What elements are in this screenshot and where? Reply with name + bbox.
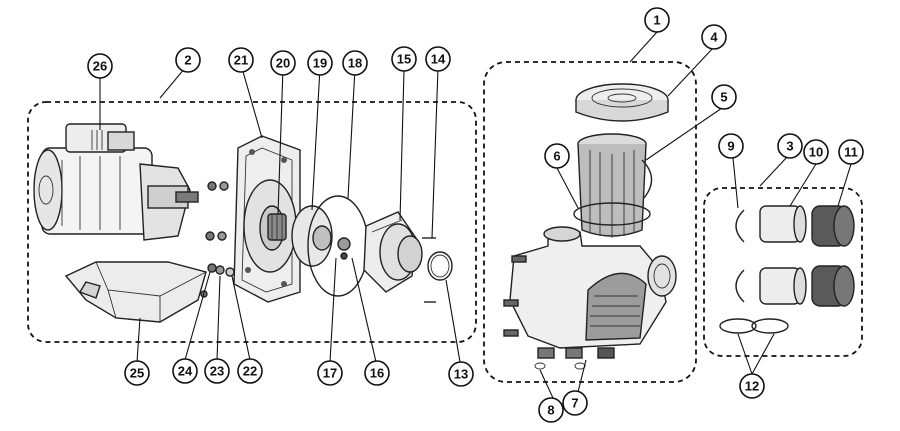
- svg-text:3: 3: [786, 139, 793, 154]
- callout-16: 16: [364, 360, 390, 386]
- callout-17: 17: [317, 360, 343, 386]
- svg-text:23: 23: [210, 364, 224, 379]
- svg-text:18: 18: [348, 56, 362, 71]
- svg-text:6: 6: [553, 149, 560, 164]
- callout-24: 24: [172, 358, 198, 384]
- svg-text:8: 8: [547, 403, 554, 418]
- svg-text:25: 25: [130, 366, 144, 381]
- svg-text:12: 12: [745, 379, 759, 394]
- pump-housing-illustration: [503, 226, 677, 349]
- diffuser-illustration: [363, 211, 423, 293]
- svg-text:11: 11: [844, 145, 858, 160]
- svg-text:20: 20: [276, 56, 290, 71]
- svg-text:22: 22: [243, 364, 257, 379]
- svg-text:7: 7: [571, 396, 578, 411]
- lid-illustration: [575, 83, 669, 122]
- leader-lines: [99, 31, 852, 399]
- svg-text:17: 17: [323, 366, 337, 381]
- svg-text:1: 1: [653, 13, 660, 28]
- callout-13: 13: [448, 361, 474, 387]
- callout-26: 26: [87, 53, 113, 79]
- svg-text:10: 10: [809, 145, 823, 160]
- callout-19: 19: [307, 50, 333, 76]
- callout-8: 8: [538, 397, 564, 423]
- callout-6: 6: [544, 143, 570, 169]
- callout-2: 2: [175, 47, 201, 73]
- svg-text:4: 4: [710, 30, 718, 45]
- callout-1: 1: [644, 7, 670, 33]
- callout-3: 3: [777, 133, 803, 159]
- callout-21: 21: [228, 47, 254, 73]
- bolts-and-washers-illustration: [200, 181, 235, 298]
- callout-12: 12: [739, 373, 765, 399]
- seal-plate-illustration: [233, 135, 301, 303]
- callout-25: 25: [124, 360, 150, 386]
- svg-text:16: 16: [370, 366, 384, 381]
- callout-22: 22: [237, 358, 263, 384]
- svg-text:5: 5: [720, 90, 727, 105]
- svg-text:24: 24: [178, 364, 193, 379]
- svg-text:2: 2: [184, 53, 191, 68]
- svg-text:9: 9: [727, 139, 734, 154]
- svg-text:19: 19: [313, 56, 327, 71]
- impeller-illustration: [291, 205, 351, 267]
- motor-illustration: [33, 123, 199, 241]
- motor-base-illustration: [64, 261, 207, 323]
- callout-14: 14: [425, 46, 451, 72]
- callout-23: 23: [204, 358, 230, 384]
- svg-text:14: 14: [431, 52, 446, 67]
- callout-5: 5: [711, 84, 737, 110]
- svg-text:13: 13: [454, 367, 468, 382]
- svg-text:26: 26: [93, 59, 107, 74]
- callout-4: 4: [701, 24, 727, 50]
- drain-plugs-illustration: [534, 347, 615, 370]
- motor-group-box: [27, 101, 477, 343]
- callout-11: 11: [838, 139, 864, 165]
- union-fittings-illustration: [719, 205, 855, 334]
- union-group-box: [703, 187, 863, 357]
- basket-o-ring-illustration: [573, 202, 651, 226]
- svg-text:15: 15: [397, 52, 411, 67]
- callout-15: 15: [391, 46, 417, 72]
- mechanical-seal-illustration: [267, 213, 287, 241]
- callout-9: 9: [718, 133, 744, 159]
- housing-group-box: [483, 61, 697, 383]
- callout-10: 10: [803, 139, 829, 165]
- callout-18: 18: [342, 50, 368, 76]
- diffuser-gasket-illustration: [422, 237, 453, 303]
- callout-20: 20: [270, 50, 296, 76]
- strainer-basket-illustration: [577, 133, 653, 238]
- callout-7: 7: [562, 390, 588, 416]
- svg-text:21: 21: [234, 53, 248, 68]
